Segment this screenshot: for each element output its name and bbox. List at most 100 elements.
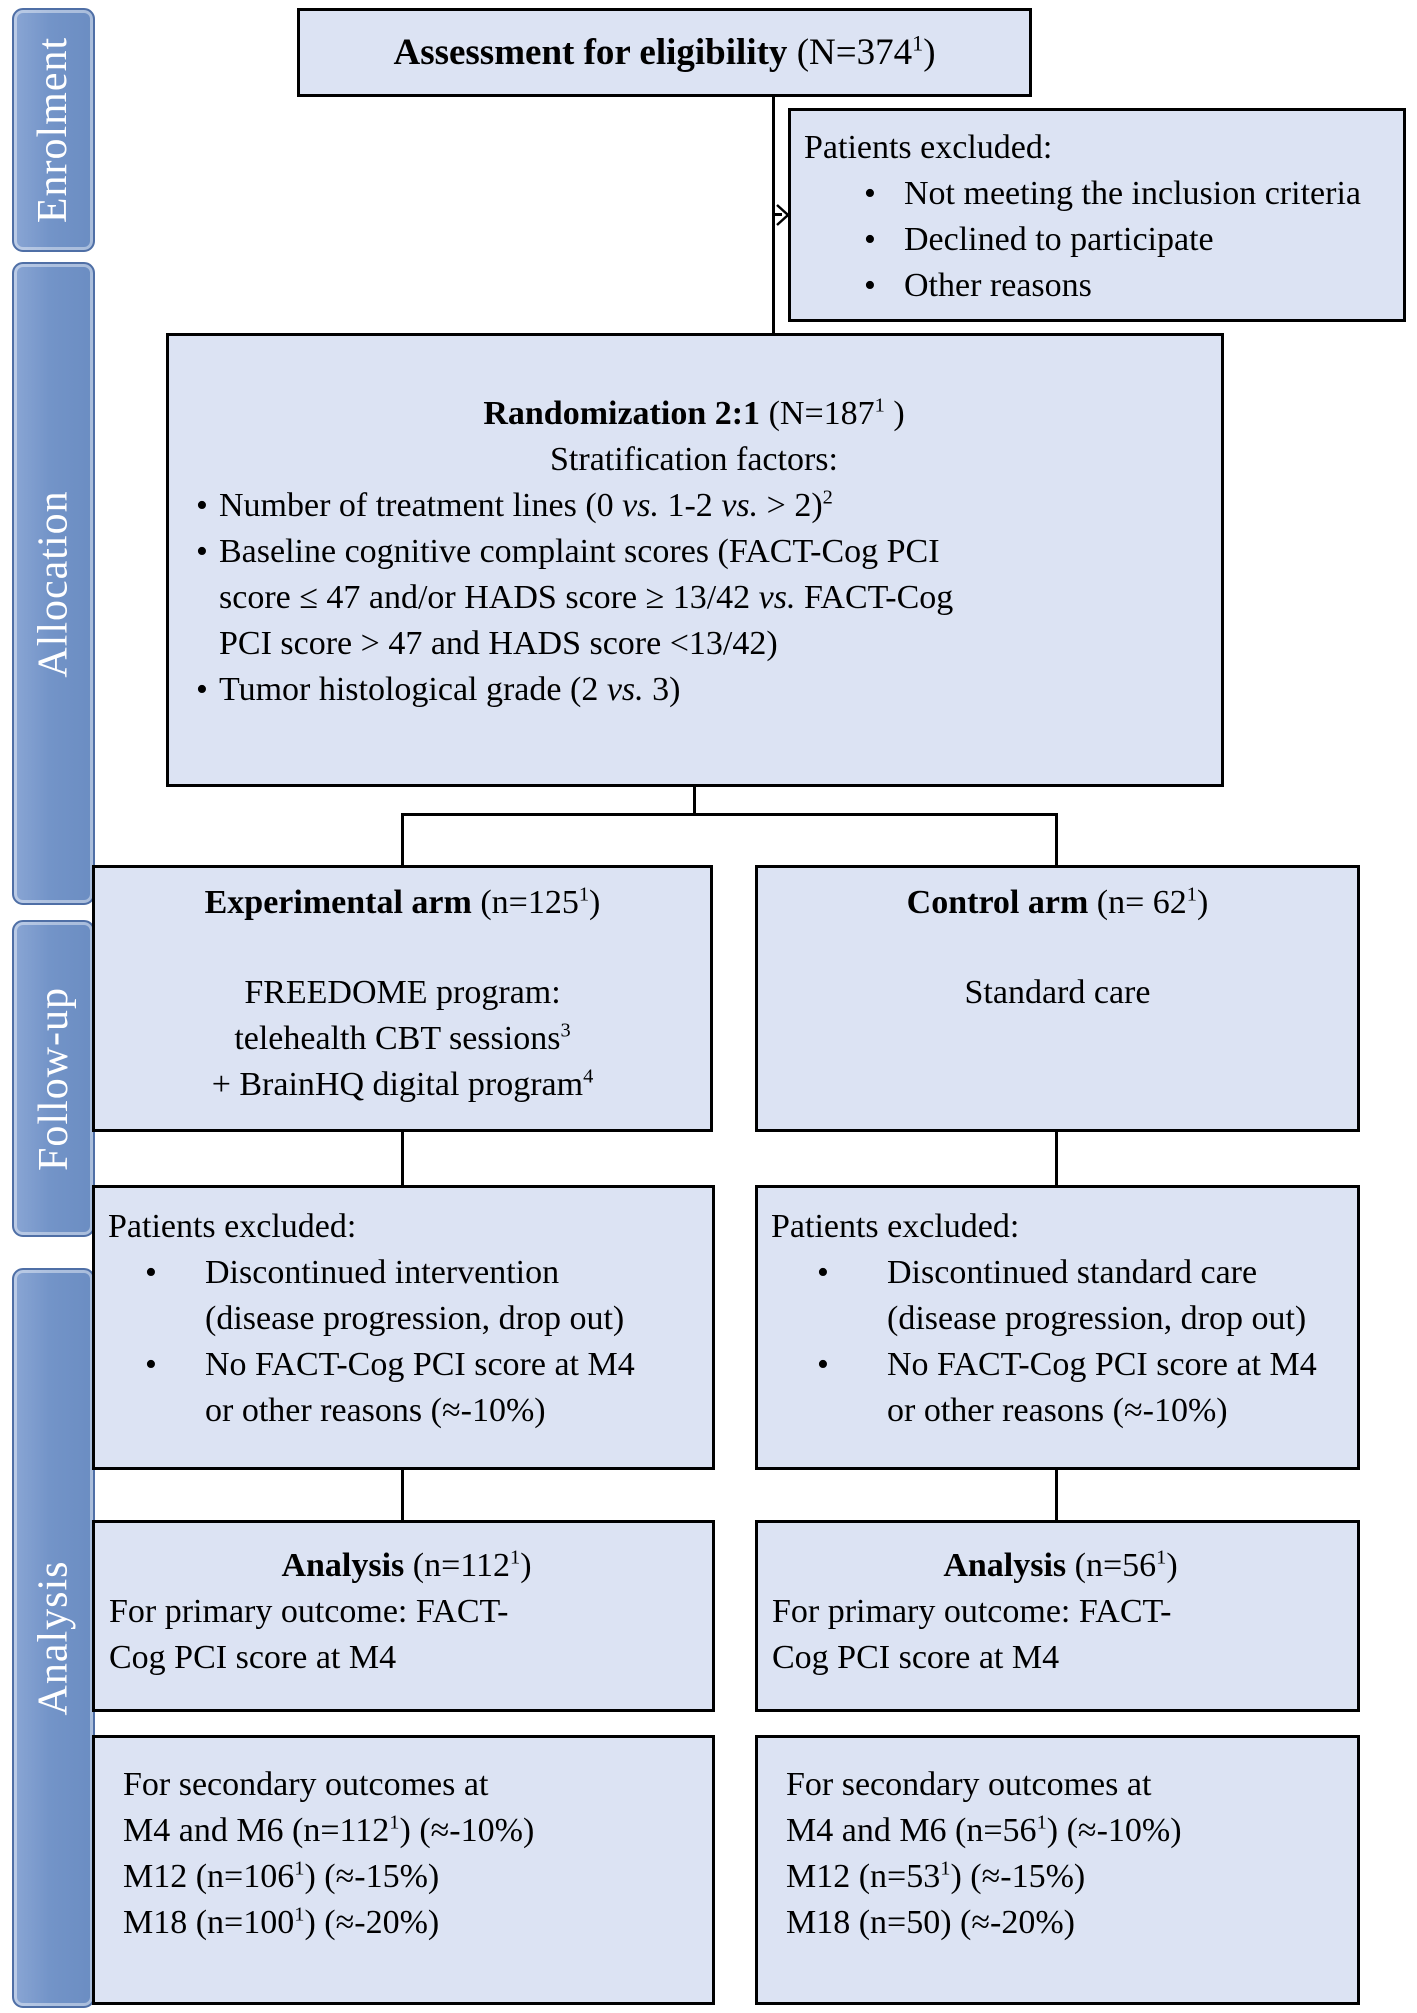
text-segment: M4 and M6 (n=56 [786, 1812, 1037, 1849]
text-line: FREEDOME program: [244, 974, 561, 1011]
text-line: Cog PCI score at M4 [109, 1639, 397, 1676]
bullet-item: • Discontinued intervention(disease progr… [133, 1250, 704, 1342]
followup-left-box: Patients excluded: •Discontinued interve… [92, 1185, 715, 1470]
randomization-bullets: • Number of treatment lines (0 vs. 1-2 vs… [185, 483, 1203, 713]
experimental-arm-box: Experimental arm (n=1251) FREEDOME progr… [92, 865, 713, 1132]
text-segment: 1 [1186, 883, 1197, 906]
bullet-text: Not meeting the inclusion criteria [904, 171, 1395, 217]
bullet-icon: • [864, 175, 876, 212]
bullet-text: Tumor histological grade (2 vs. 3) [219, 667, 1203, 713]
text-segment: 3 [560, 1019, 571, 1042]
text-segment: M4 and M6 (n=112 [123, 1812, 390, 1849]
text-line: Cog PCI score at M4 [772, 1639, 1060, 1676]
text-segment: 1 [1156, 1546, 1167, 1569]
text-segment: 1 [389, 1811, 400, 1834]
text-segment: 1 [578, 883, 590, 906]
connector-rail-experimental [401, 813, 404, 865]
bullet-item: • Number of treatment lines (0 vs. 1-2 vs… [185, 483, 1203, 529]
text-segment: 1 [940, 1857, 951, 1880]
sidebar-tab-analysis-label: Analysis [30, 1560, 77, 1716]
text-line: or other reasons (≈-10%) [205, 1392, 546, 1429]
sidebar-tab-enrolment: Enrolment [12, 8, 95, 252]
control-arm-title: Control arm (n= 621) [758, 880, 1357, 926]
connector-control-followup [1055, 1132, 1058, 1185]
text-segment: M18 (n=100 [123, 1904, 295, 1941]
bullet-item: •Other reasons [860, 263, 1395, 309]
text-line: M18 (n=1001) (≈-20%) [123, 1900, 704, 1946]
text-segment: telehealth CBT sessions [234, 1020, 561, 1057]
bullet-item: •Discontinued standard care(disease prog… [803, 1250, 1349, 1342]
bullet-icon: • [817, 1346, 829, 1383]
randomization-box: Randomization 2:1 (N=1871 ) Stratificati… [166, 333, 1224, 787]
connector-arrow-excluded [773, 213, 782, 216]
text-line: M4 and M6 (n=1121) (≈-10%) [123, 1808, 704, 1854]
connector-followup-analysis-left [401, 1470, 404, 1520]
text-line: + BrainHQ digital program4 [95, 1062, 710, 1108]
text-segment: ) [1197, 884, 1209, 921]
assessment-title: Assessment for eligibility (N=3741) [393, 30, 935, 76]
text-segment: (n=125 [480, 884, 579, 921]
followup-right-bullets: •Discontinued standard care(disease prog… [771, 1250, 1349, 1434]
text-segment: 1-2 [658, 487, 722, 524]
connector-experimental-followup [401, 1132, 404, 1185]
bullet-item: • Not meeting the inclusion criteria [860, 171, 1395, 217]
text-segment: ) (≈-15%) [304, 1858, 440, 1895]
text-line: Standard care [964, 974, 1151, 1011]
bullet-item: • Baseline cognitive complaint scores (FA… [185, 529, 1203, 667]
secondary-right-lines: For secondary outcomes at M4 and M6 (n=56… [786, 1762, 1349, 1946]
text-segment: 1 [912, 30, 924, 56]
text-line: M12 (n=1061) (≈-15%) [123, 1854, 704, 1900]
excluded-top-box: Patients excluded: •Not meeting the incl… [788, 108, 1406, 322]
text-line: No FACT-Cog PCI score at M4 [887, 1346, 1317, 1383]
sidebar-tab-followup-label: Follow-up [30, 986, 77, 1171]
bullet-text: Discontinued intervention(disease progre… [205, 1250, 704, 1342]
text-segment: vs. [758, 579, 796, 616]
text-segment: 1 [294, 1903, 305, 1926]
text-line: (disease progression, drop out) [887, 1300, 1307, 1337]
text-segment: ) (≈-10%) [1046, 1812, 1182, 1849]
bullet-icon: • [145, 1254, 157, 1291]
text-line: Baseline cognitive complaint scores (FAC… [219, 533, 940, 570]
text-segment: + BrainHQ digital program [211, 1066, 584, 1103]
text-segment: 1 [874, 394, 885, 417]
text-segment: Control arm [906, 884, 1097, 921]
bullet-text: Declined to participate [904, 217, 1395, 263]
bullet-text: Number of treatment lines (0 vs. 1-2 vs.… [219, 483, 1203, 529]
split-rail [401, 813, 1058, 816]
analysis-left-lines: For primary outcome: FACT-Cog PCI score … [109, 1589, 704, 1681]
analysis-right-title: Analysis (n=561) [772, 1543, 1349, 1589]
text-segment: Experimental arm [204, 884, 481, 921]
analysis-left-box: Analysis (n=1121) For primary outcome: F… [92, 1520, 715, 1712]
experimental-arm-title: Experimental arm (n=1251) [95, 880, 710, 926]
connector-rail-control [1055, 813, 1058, 865]
text-segment: 4 [583, 1065, 594, 1088]
randomization-subtitle: Stratification factors: [550, 441, 838, 478]
bullet-icon: • [196, 533, 208, 570]
text-segment: Analysis [281, 1547, 413, 1584]
followup-right-title: Patients excluded: [771, 1208, 1020, 1245]
text-segment: FACT-Cog [795, 579, 954, 616]
analysis-right-lines: For primary outcome: FACT-Cog PCI score … [772, 1589, 1349, 1681]
text-line: Other reasons [904, 267, 1092, 304]
text-segment: ) (≈-10%) [399, 1812, 535, 1849]
text-line: For secondary outcomes at [786, 1766, 1152, 1803]
assessment-box: Assessment for eligibility (N=3741) [297, 8, 1032, 97]
text-segment: vs. [721, 487, 759, 524]
bullet-icon: • [196, 487, 208, 524]
analysis-left-title: Analysis (n=1121) [109, 1543, 704, 1589]
text-segment: (n=112 [412, 1547, 511, 1584]
text-line: Not meeting the inclusion criteria [904, 175, 1361, 212]
text-segment: (n=56 [1074, 1547, 1157, 1584]
bullet-icon: • [864, 221, 876, 258]
text-segment: Tumor histological grade (2 [219, 671, 607, 708]
text-line: PCI score > 47 and HADS score <13/42) [219, 625, 778, 662]
text-segment: M12 (n=53 [786, 1858, 941, 1895]
text-segment: ) [884, 395, 905, 432]
text-segment: ) (≈-20%) [304, 1904, 440, 1941]
